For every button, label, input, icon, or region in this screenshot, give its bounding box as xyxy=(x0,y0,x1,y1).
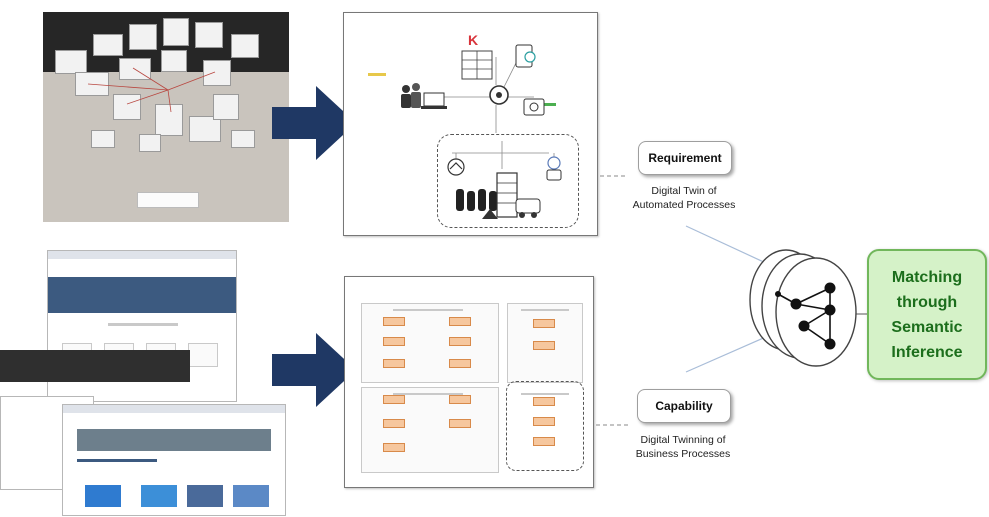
screenshot-news-page xyxy=(62,404,286,516)
requirement-caption: Digital Twin of Automated Processes xyxy=(632,185,736,211)
business-process-diagram xyxy=(344,276,594,488)
model-strings xyxy=(87,67,216,113)
automated-process-diagram: K xyxy=(343,12,598,236)
matching-result-box: Matching through Semantic Inference xyxy=(867,249,987,380)
arrow-right-icon xyxy=(272,86,356,160)
requirement-label: Requirement xyxy=(638,141,732,175)
svg-text:K: K xyxy=(468,32,478,48)
network-graph-icon xyxy=(775,282,836,350)
screenshot-dark-bar xyxy=(0,350,190,382)
stack-icon xyxy=(749,249,857,367)
photo-physical-model xyxy=(43,12,289,222)
arrow-right-icon xyxy=(272,333,356,407)
capability-label: Capability xyxy=(637,389,731,423)
capability-caption: Digital Twinning of Business Processes xyxy=(635,434,731,460)
